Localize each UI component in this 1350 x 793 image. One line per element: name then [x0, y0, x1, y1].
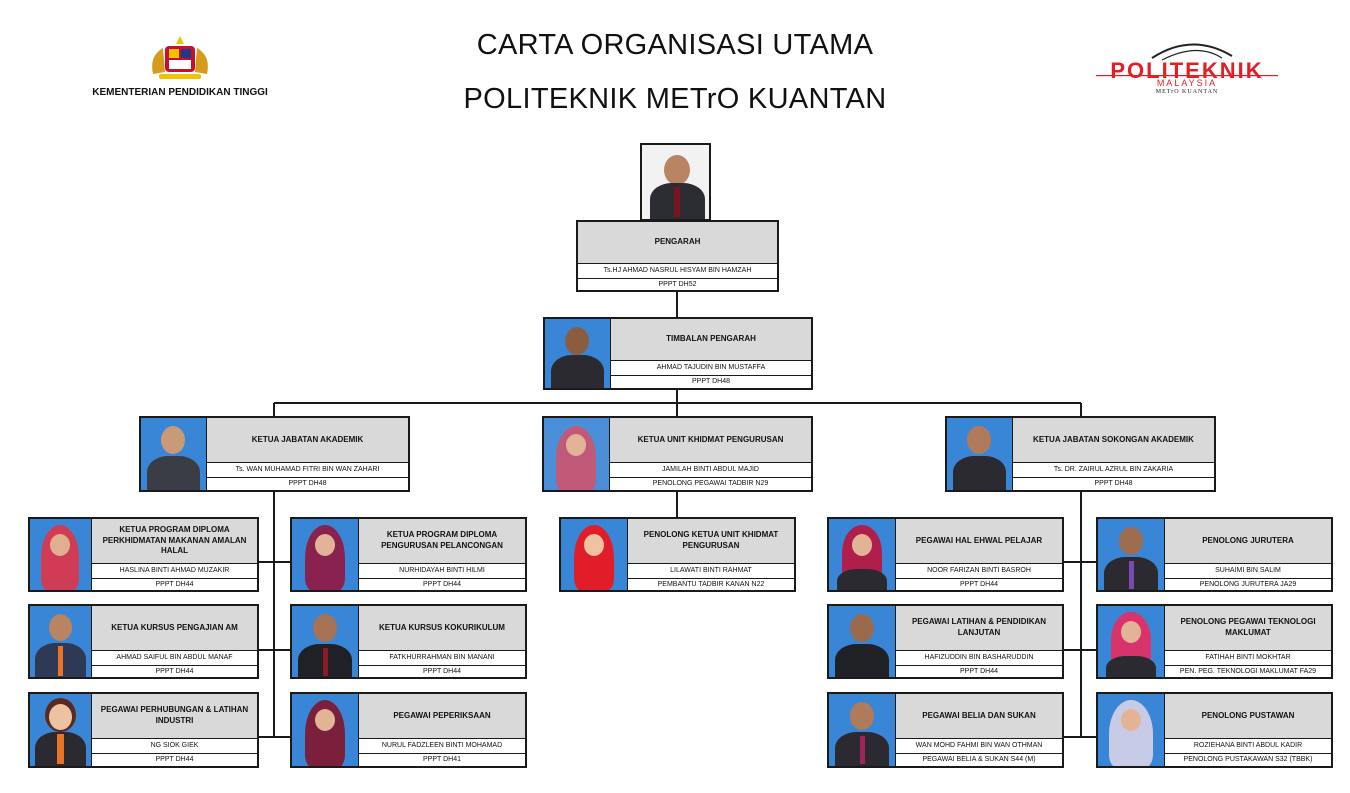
- org-card-pegawai-peperiksaan: PEGAWAI PEPERIKSAAN NURUL FADZLEEN BINTI…: [290, 692, 527, 768]
- card-grade: PPPT DH44: [960, 581, 998, 588]
- card-name: FATKHURRAHMAN BIN MANANI: [359, 651, 525, 666]
- card-title: PENOLONG PEGAWAI TEKNOLOGI MAKLUMAT: [1165, 606, 1331, 651]
- card-title: PENGARAH: [578, 222, 777, 264]
- org-card-ketua-jabatan-akademik: KETUA JABATAN AKADEMIK Ts. WAN MUHAMAD F…: [139, 416, 410, 492]
- card-title: PEGAWAI PERHUBUNGAN & LATIHAN INDUSTRI: [92, 694, 257, 739]
- org-card-ketua-program-pelancongan: KETUA PROGRAM DIPLOMA PENGURUSAN PELANCO…: [290, 517, 527, 592]
- staff-photo: [292, 694, 359, 766]
- card-title: KETUA KURSUS KOKURIKULUM: [359, 606, 525, 651]
- staff-photo: [545, 319, 611, 388]
- staff-photo: [544, 418, 610, 490]
- card-title: TIMBALAN PENGARAH: [611, 319, 811, 361]
- card-name: AHMAD TAJUDIN BIN MUSTAFFA: [611, 361, 811, 376]
- card-grade: PENOLONG JURUTERA JA29: [1199, 581, 1297, 588]
- staff-photo: [947, 418, 1013, 490]
- card-grade: PPPT DH44: [155, 581, 194, 588]
- staff-photo: [30, 694, 92, 766]
- org-card-ketua-kursus-kokurikulum: KETUA KURSUS KOKURIKULUM FATKHURRAHMAN B…: [290, 604, 527, 679]
- card-title: KETUA PROGRAM DIPLOMA PERKHIDMATAN MAKAN…: [92, 519, 257, 564]
- staff-photo: [561, 519, 628, 590]
- org-card-ketua-program-makanan-halal: KETUA PROGRAM DIPLOMA PERKHIDMATAN MAKAN…: [28, 517, 259, 592]
- org-card-timbalan-pengarah: TIMBALAN PENGARAH AHMAD TAJUDIN BIN MUST…: [543, 317, 813, 390]
- card-name: Ts.HJ AHMAD NASRUL HISYAM BIN HAMZAH: [578, 264, 777, 279]
- staff-photo: [30, 519, 92, 590]
- card-name: Ts. DR. ZAIRUL AZRUL BIN ZAKARIA: [1013, 463, 1214, 478]
- card-name: JAMILAH BINTI ABDUL MAJID: [610, 463, 811, 478]
- card-grade: PPPT DH41: [423, 756, 461, 763]
- org-card-penolong-jurutera: PENOLONG JURUTERA SUHAIMI BIN SALIM PENO…: [1096, 517, 1333, 592]
- card-grade: PEN. PEG. TEKNOLOGI MAKLUMAT FA29: [1179, 668, 1317, 675]
- card-grade: PPPT DH44: [155, 756, 194, 763]
- card-title: PENOLONG KETUA UNIT KHIDMAT PENGURUSAN: [628, 519, 794, 564]
- org-card-ketua-kursus-pengajian-am: KETUA KURSUS PENGAJIAN AM AHMAD SAIFUL B…: [28, 604, 259, 679]
- card-name: ROZIEHANA BINTI ABDUL KADIR: [1165, 739, 1331, 754]
- org-card-pengarah: PENGARAH Ts.HJ AHMAD NASRUL HISYAM BIN H…: [576, 220, 779, 292]
- chart-title: CARTA ORGANISASI UTAMA: [476, 29, 874, 61]
- card-title: PENOLONG JURUTERA: [1165, 519, 1331, 564]
- card-name: NURHIDAYAH BINTI HILMI: [359, 564, 525, 579]
- org-card-penolong-pegawai-teknologi-maklumat: PENOLONG PEGAWAI TEKNOLOGI MAKLUMAT FATI…: [1096, 604, 1333, 679]
- card-name: AHMAD SAIFUL BIN ABDUL MANAF: [92, 651, 257, 666]
- card-grade: PPPT DH44: [960, 668, 998, 675]
- org-card-pegawai-belia-dan-sukan: PEGAWAI BELIA DAN SUKAN WAN MOHD FAHMI B…: [827, 692, 1064, 768]
- card-grade: PPPT DH52: [658, 281, 697, 288]
- org-card-pegawai-hal-ehwal-pelajar: PEGAWAI HAL EHWAL PELAJAR NOOR FARIZAN B…: [827, 517, 1064, 592]
- logo-country: MALAYSIA: [1156, 78, 1218, 88]
- card-grade: PENOLONG PUSTAKAWAN S32 (TBBK): [1183, 756, 1313, 763]
- card-name: NURUL FADZLEEN BINTI MOHAMAD: [359, 739, 525, 754]
- card-name: SUHAIMI BIN SALIM: [1165, 564, 1331, 579]
- card-name: WAN MOHD FAHMI BIN WAN OTHMAN: [896, 739, 1062, 754]
- card-grade: PEGAWAI BELIA & SUKAN S44 (M): [922, 756, 1036, 763]
- card-name: NOOR FARIZAN BINTI BASROH: [896, 564, 1062, 579]
- staff-photo: [829, 519, 896, 590]
- card-grade: PENOLONG PEGAWAI TADBIR N29: [652, 480, 769, 487]
- card-name: NG SIOK GIEK: [92, 739, 257, 754]
- staff-photo: [292, 519, 359, 590]
- card-title: PEGAWAI BELIA DAN SUKAN: [896, 694, 1062, 739]
- staff-photo: [141, 418, 207, 490]
- staff-photo: [829, 606, 896, 677]
- org-card-pegawai-latihan-pendidikan-lanjutan: PEGAWAI LATIHAN & PENDIDIKAN LANJUTAN HA…: [827, 604, 1064, 679]
- politeknik-logo: POLITEKNIK MALAYSIA METrO KUANTAN: [1092, 38, 1282, 102]
- card-title: PEGAWAI LATIHAN & PENDIDIKAN LANJUTAN: [896, 606, 1062, 651]
- card-grade: PEMBANTU TADBIR KANAN N22: [657, 581, 765, 588]
- org-card-ketua-jabatan-sokongan-akademik: KETUA JABATAN SOKONGAN AKADEMIK Ts. DR. …: [945, 416, 1216, 492]
- card-title: KETUA UNIT KHIDMAT PENGURUSAN: [610, 418, 811, 463]
- logo-wordmark: POLITEKNIK: [1110, 58, 1264, 83]
- staff-photo: [30, 606, 92, 677]
- ministry-name: KEMENTERIAN PENDIDIKAN TINGGI: [92, 87, 268, 98]
- card-title: KETUA PROGRAM DIPLOMA PENGURUSAN PELANCO…: [359, 519, 525, 564]
- org-card-ketua-unit-khidmat-pengurusan: KETUA UNIT KHIDMAT PENGURUSAN JAMILAH BI…: [542, 416, 813, 492]
- staff-photo: [1098, 606, 1165, 677]
- card-name: LILAWATI BINTI RAHMAT: [628, 564, 794, 579]
- staff-photo: [292, 606, 359, 677]
- logo-campus: METrO KUANTAN: [1155, 89, 1219, 95]
- card-grade: PPPT DH44: [423, 581, 461, 588]
- org-card-pegawai-perhubungan-latihan-industri: PEGAWAI PERHUBUNGAN & LATIHAN INDUSTRI N…: [28, 692, 259, 768]
- director-photo: [640, 143, 711, 221]
- card-title: PENOLONG PUSTAWAN: [1165, 694, 1331, 739]
- card-title: PEGAWAI HAL EHWAL PELAJAR: [896, 519, 1062, 564]
- card-title: PEGAWAI PEPERIKSAAN: [359, 694, 525, 739]
- card-name: HAFIZUDDIN BIN BASHARUDDIN: [896, 651, 1062, 666]
- card-name: Ts. WAN MUHAMAD FITRI BIN WAN ZAHARI: [207, 463, 408, 478]
- org-card-penolong-ketua-unit-khidmat-pengurusan: PENOLONG KETUA UNIT KHIDMAT PENGURUSAN L…: [559, 517, 796, 592]
- card-title: KETUA JABATAN SOKONGAN AKADEMIK: [1013, 418, 1214, 463]
- institution-title: POLITEKNIK METrO KUANTAN: [463, 83, 887, 115]
- org-card-penolong-pustawan: PENOLONG PUSTAWAN ROZIEHANA BINTI ABDUL …: [1096, 692, 1333, 768]
- card-grade: PPPT DH48: [1094, 480, 1133, 487]
- card-title: KETUA JABATAN AKADEMIK: [207, 418, 408, 463]
- card-name: HASLINA BINTI AHMAD MUZAKIR: [92, 564, 257, 579]
- staff-photo: [1098, 694, 1165, 766]
- malaysia-coat-of-arms-icon: [145, 34, 215, 84]
- staff-photo: [1098, 519, 1165, 590]
- card-name: FATIHAH BINTI MOKHTAR: [1165, 651, 1331, 666]
- card-grade: PPPT DH44: [155, 668, 194, 675]
- card-grade: PPPT DH48: [288, 480, 327, 487]
- staff-photo: [829, 694, 896, 766]
- card-title: KETUA KURSUS PENGAJIAN AM: [92, 606, 257, 651]
- card-grade: PPPT DH48: [692, 378, 730, 385]
- card-grade: PPPT DH44: [423, 668, 461, 675]
